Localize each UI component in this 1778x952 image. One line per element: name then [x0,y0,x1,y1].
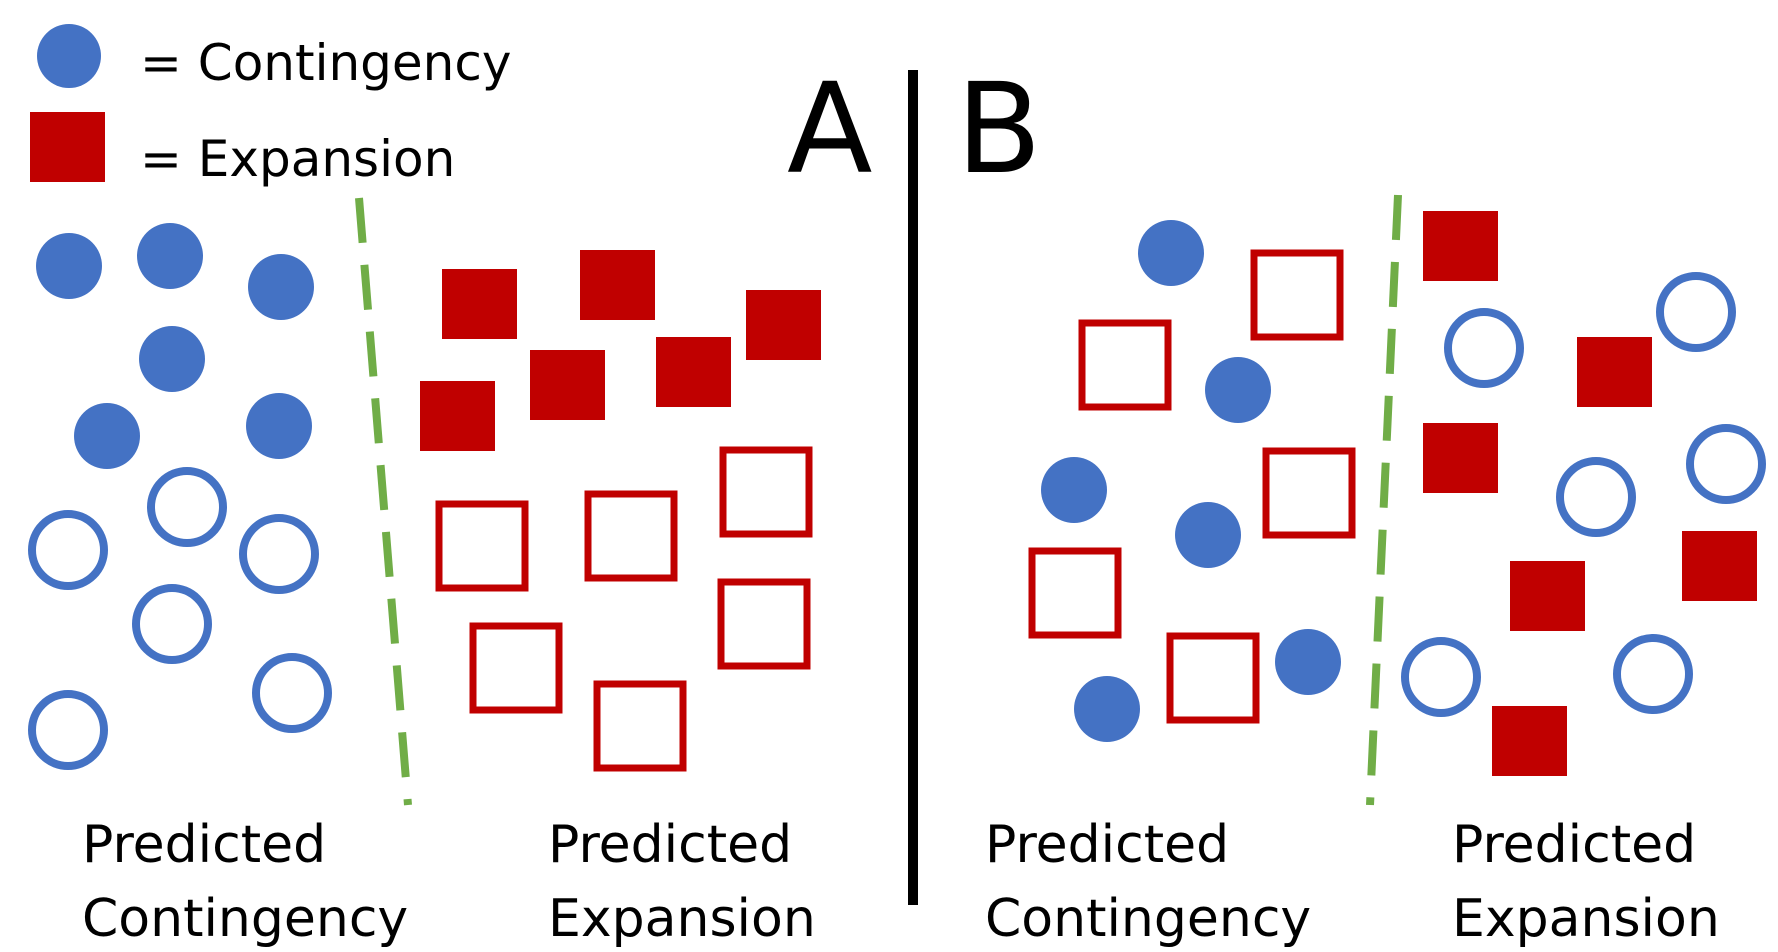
filled-contingency-circle-icon [248,254,314,320]
panel-b-decision-boundary [1366,194,1402,806]
legend-expansion-label: = Expansion [140,130,455,188]
panel-a-hollow-expansion-group [435,446,813,772]
legend-contingency-circle-icon [37,24,101,88]
hollow-contingency-circle-icon [132,584,212,664]
hollow-contingency-circle-icon [252,653,332,733]
filled-contingency-circle-icon [36,233,102,299]
hollow-contingency-circle-icon [1401,637,1481,717]
hollow-contingency-circle-icon [1444,308,1524,388]
filled-contingency-circle-icon [139,326,205,392]
hollow-contingency-circle-icon [1556,457,1636,537]
hollow-expansion-square-icon [717,578,811,670]
panel-a-left-caption: Predicted Contingency [82,815,408,949]
filled-expansion-square-icon [1510,561,1585,631]
hollow-expansion-square-icon [584,490,678,582]
filled-expansion-square-icon [1682,531,1757,601]
panel-a-filled-expansion-group [420,250,821,451]
hollow-contingency-circle-icon [1656,272,1736,352]
filled-expansion-square-icon [656,337,731,407]
caption-line: Predicted [82,815,326,875]
filled-expansion-square-icon [1577,337,1652,407]
caption-line: Contingency [985,889,1311,949]
panel-b-hollow-contingency-group [1401,272,1766,717]
filled-expansion-square-icon [420,381,495,451]
panel-a-filled-contingency-group [36,223,314,469]
panel-b-filled-contingency-group [1041,220,1341,742]
caption-line: Predicted [548,815,792,875]
hollow-contingency-circle-icon [1613,634,1693,714]
filled-expansion-square-icon [1423,211,1498,281]
hollow-expansion-square-icon [1028,547,1122,639]
filled-expansion-square-icon [442,269,517,339]
panel-b-right-caption: Predicted Expansion [1452,815,1720,949]
hollow-expansion-square-icon [1078,319,1172,411]
hollow-expansion-square-icon [1166,632,1260,724]
filled-expansion-square-icon [1492,706,1567,776]
filled-contingency-circle-icon [1205,357,1271,423]
hollow-expansion-square-icon [719,446,813,538]
hollow-contingency-circle-icon [28,510,108,590]
hollow-expansion-square-icon [1250,249,1344,341]
filled-expansion-square-icon [530,350,605,420]
hollow-expansion-square-icon [469,622,563,714]
caption-line: Expansion [548,889,816,949]
filled-expansion-square-icon [1423,423,1498,493]
hollow-expansion-square-icon [1262,447,1356,539]
hollow-contingency-circle-icon [1686,424,1766,504]
filled-contingency-circle-icon [1041,457,1107,523]
caption-line: Predicted [985,815,1229,875]
filled-expansion-square-icon [580,250,655,320]
filled-contingency-circle-icon [1074,676,1140,742]
legend: = Contingency = Expansion [30,24,511,188]
panel-b-hollow-expansion-group [1028,249,1356,724]
hollow-contingency-circle-icon [239,514,319,594]
caption-line: Contingency [82,889,408,949]
hollow-contingency-circle-icon [28,690,108,770]
filled-contingency-circle-icon [246,393,312,459]
filled-expansion-square-icon [746,290,821,360]
hollow-expansion-square-icon [593,680,687,772]
caption-line: Expansion [1452,889,1720,949]
legend-contingency-label: = Contingency [140,34,511,92]
panel-a-decision-boundary [355,197,412,806]
panel-a-hollow-contingency-group [28,467,332,770]
filled-contingency-circle-icon [137,223,203,289]
panel-b-filled-expansion-group [1423,211,1757,776]
filled-contingency-circle-icon [1275,629,1341,695]
filled-contingency-circle-icon [1175,502,1241,568]
hollow-expansion-square-icon [435,500,529,592]
panel-a-right-caption: Predicted Expansion [548,815,816,949]
panel-b-letter: B [956,57,1042,202]
filled-contingency-circle-icon [74,403,140,469]
panel-a-letter: A [787,57,873,202]
legend-expansion-square-icon [30,112,105,182]
caption-line: Predicted [1452,815,1696,875]
panel-b-left-caption: Predicted Contingency [985,815,1311,949]
hollow-contingency-circle-icon [147,467,227,547]
filled-contingency-circle-icon [1138,220,1204,286]
